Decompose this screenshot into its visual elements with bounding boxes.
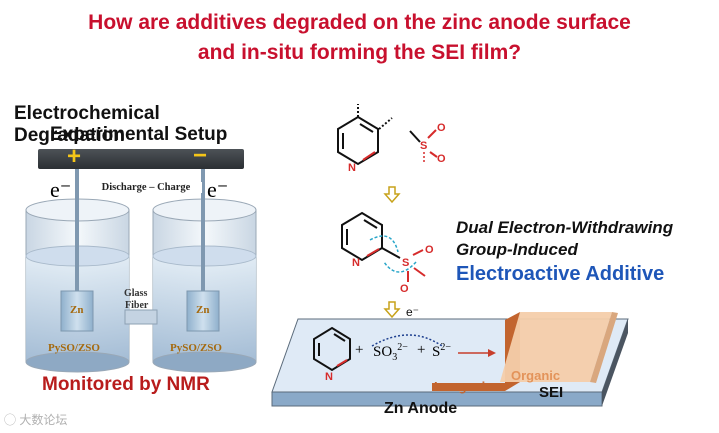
discharge-charge-label: Discharge – Charge (90, 182, 202, 193)
pyridine-middle-n: N (352, 257, 360, 269)
plus-terminal: + (67, 143, 82, 170)
right-wire (201, 169, 205, 293)
right-electrode (186, 290, 220, 332)
electron-transfer-label: e⁻ (406, 305, 420, 319)
curved-arrow-2 (383, 261, 417, 273)
mid-so2-bond-1 (412, 249, 424, 256)
sulfite-ion: SO32− (373, 342, 408, 363)
pyridine-middle-n-bond (366, 248, 380, 257)
anode-pyridine-n: N (325, 371, 333, 383)
sulfite-formula: SO (373, 344, 393, 360)
mid-sulfur: S (402, 257, 410, 269)
title-line-1: How are additives degraded on the zinc a… (88, 11, 631, 34)
so2-bond-2 (429, 151, 438, 158)
sulfide-ion: S2− (432, 342, 451, 361)
watermark: ◯ 大数论坛 (4, 411, 67, 428)
so2-sulfur: S (420, 140, 428, 152)
pyridine-top-n-bond (362, 151, 376, 161)
pyridine-top (337, 104, 393, 166)
dual-withdrawing-line-1: Dual Electron-Withdrawing (456, 218, 674, 237)
sei-label: SEI (539, 384, 564, 401)
electroactive-additive: Electroactive Additive (456, 263, 665, 285)
pyridine-top-n: N (348, 162, 356, 174)
mid-so2-bond-3 (413, 267, 426, 277)
monitored-by-nmr: Monitored by NMR (42, 374, 210, 395)
electron-left: e⁻ (50, 177, 72, 202)
circuit-bar (38, 149, 244, 169)
glass-fiber-label-1: Glass (124, 288, 148, 299)
organic-layer-side (590, 312, 618, 383)
so2-bond-1 (427, 129, 437, 139)
plus-sign-2: + (417, 342, 426, 358)
sulfite-subscript: 3 (392, 352, 398, 363)
methylsulfonyl (409, 130, 421, 143)
mid-oxygen-1: O (425, 244, 434, 256)
zn-anode-label: Zn Anode (384, 400, 458, 417)
sulfite-charge: 2− (397, 342, 408, 353)
left-wire (75, 169, 79, 293)
setup-title-line-2: Experimental Setup (50, 124, 228, 145)
right-electrolyte-label: PySO/ZSO (170, 342, 222, 354)
so2-oxygen-1: O (437, 122, 446, 134)
left-electrolyte-label: PySO/ZSO (48, 342, 100, 354)
watermark-icon: ◯ (4, 413, 17, 427)
anode-side (602, 319, 628, 406)
anode-pyridine-n-bond (336, 359, 348, 367)
down-arrow-1 (383, 186, 401, 204)
watermark-text: 大数论坛 (19, 413, 68, 427)
setup-title-line-1: Electrochemical Degradation (14, 103, 160, 146)
glass-fiber-label-2: Fiber (125, 300, 149, 311)
left-electrode (60, 290, 94, 332)
reaction-arrow-head (488, 349, 496, 357)
electron-right: e⁻ (207, 177, 229, 202)
glass-fiber-tube (124, 309, 158, 325)
so2-oxygen-2: O (437, 153, 446, 165)
pyridine-middle (341, 211, 401, 262)
organic-layer-top (500, 312, 612, 382)
minus-terminal: − (193, 142, 208, 169)
mid-oxygen-2: O (400, 283, 409, 295)
plus-sign-1: + (355, 342, 364, 358)
sulfide-formula: S (432, 344, 441, 360)
inorganic-layer-front (432, 383, 505, 391)
organic-label: Organic (511, 368, 561, 383)
title-line-2: and in-situ forming the SEI film? (197, 41, 522, 64)
down-arrow-2 (383, 301, 401, 319)
sulfide-charge: 2− (440, 342, 451, 353)
anode-pyridine (313, 326, 351, 372)
inorganic-label: Inorganic (434, 379, 493, 394)
dual-withdrawing-line-2: Group-Induced (456, 240, 578, 259)
left-electrode-label: Zn (70, 304, 84, 316)
right-electrode-label: Zn (196, 304, 210, 316)
